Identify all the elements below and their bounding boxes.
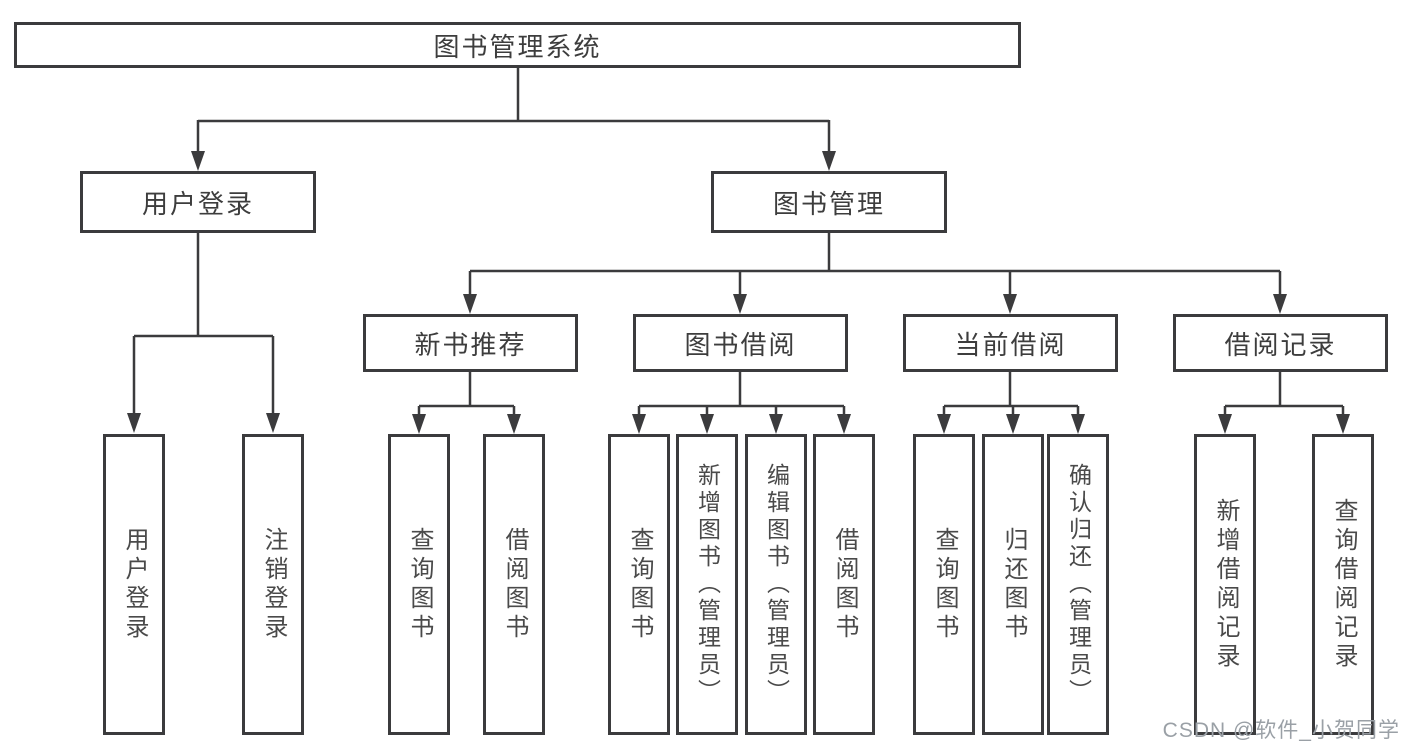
leaf-user-login: 用户登录 [103, 434, 165, 735]
leaf-query-books-current: 查询图书 [913, 434, 975, 735]
node-book-management: 图书管理 [711, 171, 947, 233]
node-label: 编辑图书（管理员） [763, 463, 790, 706]
node-label: 借阅图书 [831, 526, 858, 643]
node-label: 用户登录 [141, 188, 254, 219]
node-label: 查询借阅记录 [1330, 497, 1357, 672]
node-label: 注销登录 [260, 526, 287, 643]
leaf-query-books-recommend: 查询图书 [388, 434, 450, 735]
leaf-return-books: 归还图书 [982, 434, 1044, 735]
leaf-borrow-books-recommend: 借阅图书 [483, 434, 545, 735]
node-label: 查询图书 [626, 526, 653, 643]
leaf-confirm-return-admin: 确认归还（管理员） [1047, 434, 1109, 735]
leaf-query-books-borrow: 查询图书 [608, 434, 670, 735]
node-new-book-recommend: 新书推荐 [363, 314, 578, 372]
node-label: 借阅记录 [1224, 329, 1337, 360]
node-label: 新增借阅记录 [1212, 497, 1239, 672]
node-label: 查询图书 [931, 526, 958, 643]
node-label: 新书推荐 [414, 329, 527, 360]
node-label: 借阅图书 [501, 526, 528, 643]
leaf-query-borrow-record: 查询借阅记录 [1312, 434, 1374, 735]
node-current-borrow: 当前借阅 [903, 314, 1118, 372]
node-user-login: 用户登录 [80, 171, 316, 233]
node-book-borrow: 图书借阅 [633, 314, 848, 372]
watermark: CSDN @软件_小贺同学 [1162, 719, 1400, 742]
node-label: 用户登录 [121, 526, 148, 643]
node-label: 确认归还（管理员） [1065, 463, 1092, 706]
leaf-add-borrow-record: 新增借阅记录 [1194, 434, 1256, 735]
node-label: 图书管理 [772, 188, 885, 219]
node-library-management-system: 图书管理系统 [14, 22, 1021, 68]
node-label: 图书借阅 [684, 329, 797, 360]
node-label: 当前借阅 [954, 329, 1067, 360]
node-label: 图书管理系统 [433, 31, 602, 62]
node-label: 归还图书 [1000, 526, 1027, 643]
leaf-add-book-admin: 新增图书（管理员） [676, 434, 738, 735]
node-label: 查询图书 [406, 526, 433, 643]
node-borrow-records: 借阅记录 [1173, 314, 1388, 372]
leaf-borrow-books: 借阅图书 [813, 434, 875, 735]
leaf-edit-book-admin: 编辑图书（管理员） [745, 434, 807, 735]
leaf-logout: 注销登录 [242, 434, 304, 735]
node-label: 新增图书（管理员） [694, 463, 721, 706]
